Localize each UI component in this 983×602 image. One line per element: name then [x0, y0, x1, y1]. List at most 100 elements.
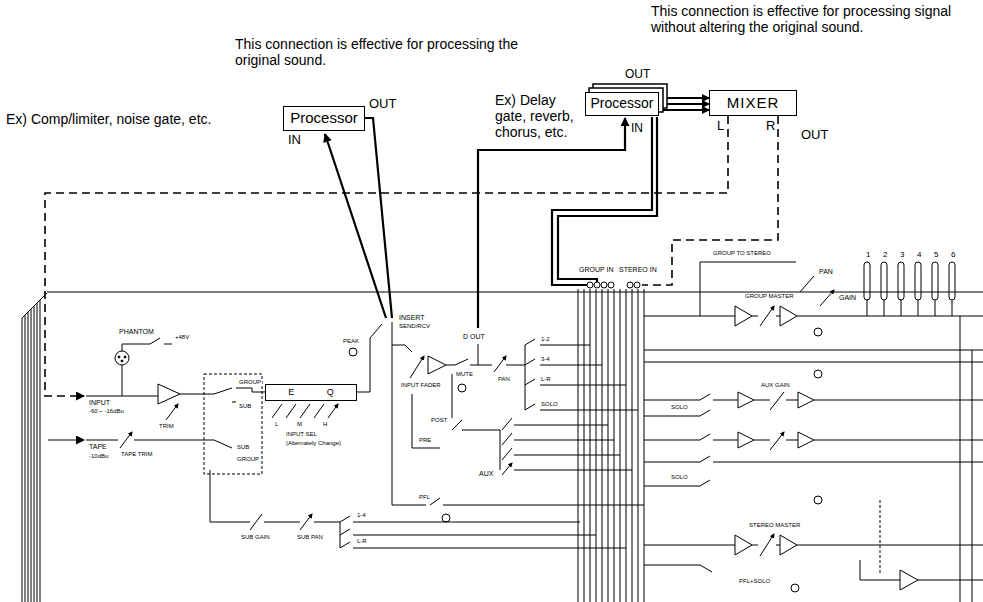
wire-path [405, 345, 412, 352]
control-label: L-R [540, 376, 552, 383]
control-label: 1-4 [356, 512, 367, 519]
control-label: GROUP [236, 456, 260, 463]
annotation-text: OUT [624, 68, 651, 82]
wire-path [644, 432, 983, 448]
led-symbol [458, 384, 466, 392]
control-label: AUX [478, 470, 494, 478]
wire-path [48, 440, 84, 441]
control-label: 2 [882, 250, 888, 259]
node-text: MIXER [727, 95, 780, 112]
control-label: L [274, 421, 279, 428]
wire-path [122, 338, 172, 351]
control-label: +48V [174, 334, 190, 341]
eq-box: E Q [265, 384, 357, 401]
annotation-text: OUT [800, 128, 829, 143]
wire-path [478, 344, 525, 410]
control-label: PAN [497, 376, 511, 383]
control-label: D OUT [462, 333, 486, 341]
control-label: M [296, 421, 303, 428]
led-symbol [814, 370, 822, 378]
wire-path [158, 384, 214, 404]
jack-symbol [932, 262, 938, 300]
control-label: TAPE TRIM [120, 451, 153, 458]
wire-path [502, 418, 512, 475]
wire-path [245, 516, 626, 548]
control-label: TRIM [158, 423, 175, 430]
led-symbol [121, 360, 123, 362]
control-label: L-R [356, 538, 368, 545]
wire-path [578, 289, 644, 602]
jack-symbol [881, 262, 887, 300]
schematic-group [325, 117, 657, 328]
led-symbol [814, 496, 822, 504]
led-symbol [349, 348, 357, 356]
annotation-text: OUT [368, 97, 397, 112]
control-label: 1 [865, 250, 871, 259]
control-label: 4 [916, 250, 922, 259]
wire-path [880, 500, 881, 575]
wire-path [644, 306, 983, 326]
wire-path [365, 118, 392, 318]
control-label: GROUP IN [578, 266, 615, 274]
control-label: 6 [950, 250, 956, 259]
wire-path [525, 339, 638, 410]
control-label: INPUT SEL [285, 431, 318, 438]
led-symbol [587, 282, 593, 288]
wire-path [22, 293, 47, 602]
led-symbol [124, 356, 126, 358]
wire-path [644, 392, 983, 408]
wire-path [644, 456, 983, 486]
node-text: Processor [290, 110, 358, 127]
jack-symbol [898, 262, 904, 300]
schematic-group [22, 262, 983, 602]
control-label: AUX GAIN [760, 382, 791, 389]
control-label: STEREO MASTER [748, 522, 801, 529]
led-symbol [634, 282, 640, 288]
wire-path [770, 392, 784, 450]
wire-path [86, 440, 214, 441]
jack-symbol [864, 262, 870, 300]
led-symbol [442, 514, 450, 522]
control-label: SOLO [540, 401, 559, 408]
node-text: Processor [590, 96, 653, 111]
led-symbol [627, 282, 633, 288]
control-label: (Alternately Change) [285, 440, 342, 447]
wire-path [867, 300, 952, 316]
led-symbol [601, 282, 607, 288]
annotation-text: IN [287, 133, 302, 148]
wire-path [700, 262, 796, 316]
control-label: PFL+SOLO [738, 578, 771, 585]
wire-path [644, 565, 712, 572]
control-label: 5 [933, 250, 939, 259]
wire-path [45, 116, 728, 396]
annotation-text: Ex) Comp/limiter, noise gate, etc. [5, 111, 212, 127]
annotation-text: Ex) Delay gate, reverb, chorus, etc. [494, 92, 582, 140]
control-label: GAIN [838, 294, 857, 302]
control-label: SEND/RCV [398, 323, 431, 330]
wire-path [860, 316, 983, 602]
control-label: POST [430, 417, 448, 424]
wire-path [47, 292, 983, 293]
control-label: INPUT [88, 399, 111, 407]
wire-path [800, 276, 834, 306]
annotation-text: R [765, 119, 776, 134]
wire-path [86, 365, 158, 396]
annotation-text: L [716, 119, 725, 134]
wire-path [166, 404, 178, 420]
annotation-text: IN [630, 122, 644, 136]
wire-path [760, 534, 774, 556]
control-label: SOLO [670, 474, 689, 481]
control-label: H [322, 421, 328, 428]
control-label: MUTE [455, 371, 474, 378]
control-label: -60 ~ -16dBu [88, 408, 125, 415]
control-label: GROUP [238, 379, 262, 386]
wire-path [760, 306, 774, 326]
wire-path [357, 322, 405, 392]
control-label: PRE [418, 437, 432, 444]
wire-path [558, 117, 657, 282]
wire-path [392, 345, 644, 505]
control-label: SUB PAN [296, 534, 324, 541]
wire-path [120, 432, 132, 448]
wire-path [272, 404, 338, 418]
